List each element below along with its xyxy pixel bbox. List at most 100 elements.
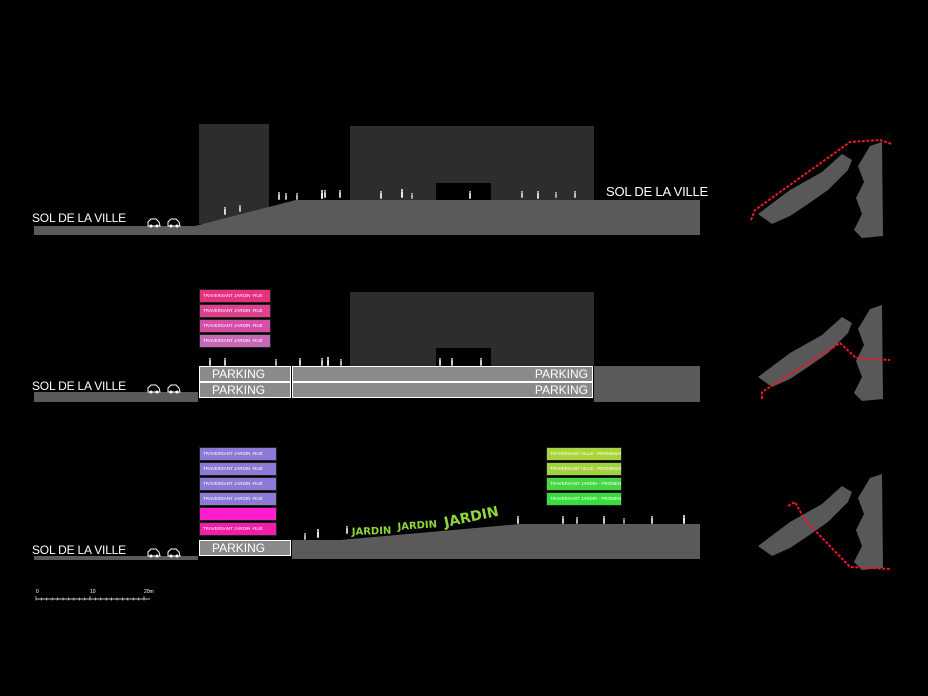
car-wheel-a-s2-a bbox=[149, 390, 153, 394]
section-2-parking-right-upper: PARKING bbox=[292, 366, 593, 382]
car-wheel-b-s3-a bbox=[155, 554, 159, 558]
person-figure-body-s3-2 bbox=[346, 527, 348, 534]
person-figure-head-s3-7 bbox=[623, 518, 625, 520]
person-figure-head-s1-14 bbox=[555, 192, 557, 194]
person-figure-body-s2-0 bbox=[209, 359, 211, 366]
section-2-unit-0: TRAVERSANT JARDIN -RUE bbox=[199, 289, 271, 303]
section-3-unit-4 bbox=[199, 507, 277, 521]
person-figure-head-s3-4 bbox=[562, 516, 564, 518]
car-wheel-a-s1-b bbox=[169, 224, 173, 228]
section-1-left-label: SOL DE LA VILLE bbox=[32, 211, 126, 225]
site-route-line-a bbox=[750, 138, 893, 221]
person-figure-body-s3-3 bbox=[517, 517, 519, 524]
person-figure-head-s3-9 bbox=[683, 515, 685, 517]
car-figure-s1-a bbox=[147, 218, 161, 227]
section-2-ground-right bbox=[594, 366, 700, 402]
person-figure-head-s2-8 bbox=[451, 358, 453, 360]
person-figure-head-s2-7 bbox=[439, 358, 441, 360]
car-figure-s2-a bbox=[147, 384, 161, 393]
person-figure-head-s2-3 bbox=[299, 358, 301, 360]
site-terrain-cliff-c bbox=[854, 474, 883, 570]
person-figure-body-s1-9 bbox=[401, 190, 403, 198]
section-3-ground-right bbox=[292, 524, 700, 559]
person-figure-head-s1-15 bbox=[574, 191, 576, 193]
person-figure-body-s1-7 bbox=[339, 191, 341, 198]
person-figure-body-s1-14 bbox=[555, 193, 557, 198]
person-figure-head-s1-8 bbox=[380, 191, 382, 193]
section-2-unit-1: TRAVERSANT JARDIN -RUE bbox=[199, 304, 271, 318]
car-wheel-b-s1-b bbox=[175, 224, 179, 228]
section-3-unit-3: TRAVERSANT JARDIN -RUE bbox=[199, 492, 277, 506]
person-figure-head-s3-2 bbox=[346, 526, 348, 528]
person-figure-body-s3-8 bbox=[651, 517, 653, 524]
person-figure-head-s2-0 bbox=[209, 358, 211, 360]
section-2-unit-2: TRAVERSANT JARDIN -RUE bbox=[199, 319, 271, 333]
person-figure-head-s2-9 bbox=[480, 358, 482, 360]
car-wheel-b-s3-b bbox=[175, 554, 179, 558]
site-route-line-b bbox=[761, 341, 891, 399]
person-figure-body-s2-7 bbox=[439, 359, 441, 366]
person-figure-head-s3-0 bbox=[304, 533, 306, 535]
section-1-opening bbox=[436, 183, 491, 203]
section-3-unit-1: TRAVERSANT JARDIN -RUE bbox=[199, 462, 277, 476]
site-terrain-slope-b bbox=[758, 317, 852, 387]
person-figure-head-s2-4 bbox=[321, 358, 323, 360]
person-figure-body-s2-8 bbox=[451, 359, 453, 366]
section-2-left-label: SOL DE LA VILLE bbox=[32, 379, 126, 393]
car-figure-s2-b bbox=[167, 384, 181, 393]
person-figure-body-s1-6 bbox=[324, 191, 326, 198]
car-figure-s1-b bbox=[167, 218, 181, 227]
person-figure-body-s1-15 bbox=[574, 192, 576, 198]
person-figure-body-s1-8 bbox=[380, 192, 382, 199]
person-figure-head-s2-5 bbox=[327, 357, 329, 359]
person-figure-body-s1-5 bbox=[321, 191, 323, 199]
person-figure-head-s1-2 bbox=[278, 192, 280, 194]
person-figure-body-s3-6 bbox=[603, 517, 605, 524]
scale-tick-10: 10 bbox=[90, 589, 96, 595]
section-1-tower-left bbox=[199, 124, 269, 224]
person-figure-head-s1-6 bbox=[324, 190, 326, 192]
person-figure-body-s2-4 bbox=[321, 359, 323, 366]
person-figure-head-s3-8 bbox=[651, 516, 653, 518]
section-3-unit-5: TRAVERSANT JARDIN -RUE bbox=[199, 522, 277, 536]
person-figure-body-s3-1 bbox=[317, 530, 319, 538]
car-wheel-a-s2-b bbox=[169, 390, 173, 394]
car-wheel-b-s2-b bbox=[175, 390, 179, 394]
person-figure-head-s2-2 bbox=[275, 359, 277, 361]
car-wheel-a-s3-a bbox=[149, 554, 153, 558]
person-figure-head-s2-6 bbox=[340, 359, 342, 361]
person-figure-head-s1-13 bbox=[537, 191, 539, 193]
person-figure-body-s1-1 bbox=[239, 206, 241, 212]
person-figure-head-s1-4 bbox=[296, 193, 298, 195]
person-figure-body-s3-7 bbox=[623, 519, 625, 524]
section-2-parking-left-lower: PARKING bbox=[199, 382, 291, 398]
person-figure-head-s1-12 bbox=[521, 191, 523, 193]
person-figure-body-s3-5 bbox=[576, 518, 578, 524]
section-2-parking-left-upper: PARKING bbox=[199, 366, 291, 382]
section-1-right-label: SOL DE LA VILLE bbox=[606, 184, 709, 199]
person-figure-head-s3-6 bbox=[603, 516, 605, 518]
person-figure-body-s1-3 bbox=[285, 194, 287, 200]
car-figure-s3-a bbox=[147, 548, 161, 557]
person-figure-head-s1-10 bbox=[411, 193, 413, 195]
car-wheel-a-s1-a bbox=[149, 224, 153, 228]
person-figure-head-s3-5 bbox=[576, 517, 578, 519]
garden-word-1: JARDIN bbox=[351, 525, 392, 538]
person-figure-body-s3-9 bbox=[683, 516, 685, 524]
section-2-unit-3: TRAVERSANT JARDIN -RUE bbox=[199, 334, 271, 348]
site-terrain-cliff-b bbox=[854, 305, 883, 401]
section-3-ground-left bbox=[34, 556, 198, 560]
section-3-unit-0: TRAVERSANT JARDIN -RUE bbox=[199, 447, 277, 461]
site-route-line-c bbox=[787, 500, 891, 570]
person-figure-body-s2-5 bbox=[327, 358, 329, 366]
section-3-unit-2: TRAVERSANT JARDIN -RUE bbox=[199, 477, 277, 491]
section-2-ground-left bbox=[34, 392, 198, 402]
car-wheel-b-s2-a bbox=[155, 390, 159, 394]
person-figure-body-s1-2 bbox=[278, 193, 280, 200]
person-figure-body-s2-3 bbox=[299, 359, 301, 366]
person-figure-head-s1-3 bbox=[285, 193, 287, 195]
person-figure-head-s1-5 bbox=[321, 190, 323, 192]
person-figure-head-s2-1 bbox=[224, 358, 226, 360]
